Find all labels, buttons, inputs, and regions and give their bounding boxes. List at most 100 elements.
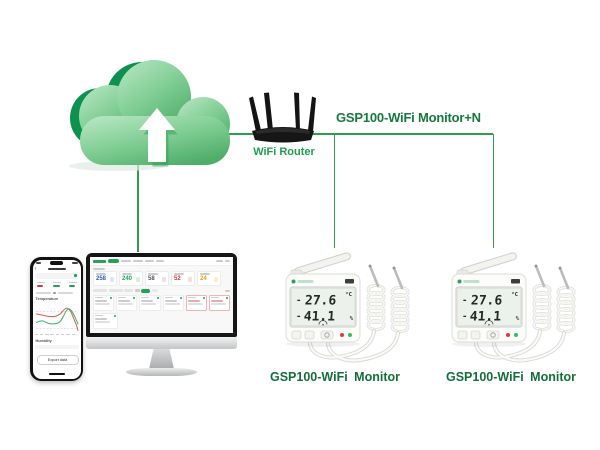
probe-coils: [366, 264, 410, 333]
brand-wordmark: [463, 280, 480, 283]
phone-notch: [50, 261, 63, 265]
battery-icon: [345, 279, 354, 284]
nav-item[interactable]: [156, 260, 164, 262]
stat-card: 240: [119, 271, 143, 286]
temperature-chart: [35, 307, 78, 331]
lcd-hum-value: 41.1: [303, 310, 335, 325]
device-card[interactable]: [93, 294, 115, 311]
stats-row: 258 240 58 52: [93, 271, 230, 286]
stat-label: [96, 273, 106, 275]
stat-icon: [135, 277, 140, 282]
device-grid-row: [93, 294, 231, 311]
alarm-led-red: [340, 333, 344, 337]
nav-item[interactable]: [121, 260, 131, 262]
lcd-temp-unit: °C: [511, 292, 518, 298]
stat-icon: [187, 277, 192, 282]
brand-logo-icon: [457, 279, 462, 284]
filter-apply-pill[interactable]: [141, 289, 150, 293]
lcd-hum-unit: %: [350, 316, 354, 322]
nav-item[interactable]: [145, 260, 154, 262]
device-card-alarm[interactable]: [185, 294, 207, 311]
filter-field[interactable]: [124, 289, 133, 293]
view-switch-icon[interactable]: [225, 289, 230, 292]
wifi-signal-icon: [318, 320, 328, 325]
lcd-hum-minus: -: [296, 312, 301, 322]
filter-field[interactable]: [108, 289, 123, 293]
sensor-cables: [308, 329, 400, 363]
stat-card: 52: [171, 271, 195, 286]
filter-field[interactable]: [93, 289, 107, 293]
lcd-temp-minus: -: [296, 296, 301, 306]
status-time: [35, 262, 41, 264]
dashboard-logo: [93, 259, 106, 263]
chart-x-axis-labels: [34, 333, 76, 335]
brand-logo-icon: [291, 279, 296, 284]
status-led-green: [514, 333, 518, 337]
device-card[interactable]: [93, 312, 118, 329]
humidity-chart-placeholder: [34, 345, 79, 349]
phone-app-screen: ‹ Temperature: [32, 259, 81, 379]
temperature-section-label: Temperature: [35, 297, 59, 301]
stat-icon: [213, 277, 218, 282]
temperature-line-red: [35, 307, 78, 331]
device-card[interactable]: [116, 294, 138, 311]
connector-cloud-to-devices: [225, 133, 493, 135]
gsp100-device-1: - 27.6 °C - 41.1 %: [285, 252, 410, 363]
lcd-temp-value: 27.6: [470, 294, 502, 309]
gsp100-device-2: - 27.6 °C - 41.1 %: [451, 252, 576, 363]
device-card-alarm[interactable]: [208, 294, 231, 311]
date-range-row[interactable]: [35, 291, 73, 294]
wifi-router-icon: [249, 92, 316, 143]
device-buttons: [457, 330, 500, 340]
stat-value: 52: [174, 276, 181, 282]
sensor-cables: [474, 329, 566, 363]
back-icon[interactable]: ‹: [34, 266, 37, 272]
desktop-monitor: 258 240 58 52: [86, 253, 237, 337]
phone-page-title: [47, 267, 66, 270]
device-card[interactable]: [139, 294, 161, 311]
dashboard-navbar: [90, 257, 233, 266]
nav-user[interactable]: [216, 260, 223, 262]
probe-tip-icon: [392, 266, 404, 290]
probe-coils: [532, 264, 576, 333]
stat-card: 58: [145, 271, 169, 286]
stat-label: [174, 273, 184, 275]
export-data-button[interactable]: Export data: [36, 354, 79, 365]
stat-value: 24: [200, 276, 207, 282]
search-action-icon[interactable]: [74, 274, 77, 278]
smartphone: ‹ Temperature: [30, 257, 83, 381]
connector-cloud-to-computer: [137, 164, 139, 252]
cloud-front: [79, 60, 230, 165]
stat-value: 240: [122, 276, 133, 282]
connector-device2: [492, 134, 494, 248]
lcd-display: - 27.6 °C - 41.1 %: [455, 286, 523, 328]
device-grid-row: [93, 312, 230, 329]
battery-icon: [511, 279, 520, 284]
lcd-hum-unit: %: [516, 316, 520, 322]
device-2-label: GSP100-WiFi Monitor: [446, 370, 576, 384]
nav-active-pill[interactable]: [108, 259, 119, 263]
probe-tip-icon: [534, 264, 546, 288]
device-search-field[interactable]: [34, 273, 79, 279]
filter-row: [93, 289, 230, 293]
lcd-temp-value: 27.6: [304, 294, 336, 309]
lcd-temp-minus: -: [462, 296, 467, 306]
device-1-label: GSP100-WiFi Monitor: [270, 370, 400, 384]
monitor-base: [126, 368, 197, 376]
filter-clear[interactable]: [151, 289, 158, 293]
lcd-hum-minus: -: [462, 312, 467, 322]
stat-card: 258: [93, 271, 117, 286]
lcd-temp-unit: °C: [345, 292, 352, 298]
nav-menu[interactable]: [225, 260, 230, 262]
upload-arrow-icon: [139, 108, 175, 162]
desktop-dashboard-screen: 258 240 58 52: [90, 257, 233, 333]
wifi-signal-icon: [484, 320, 494, 325]
status-led-green: [348, 333, 352, 337]
device-card[interactable]: [162, 294, 184, 311]
phone-stats-row: [33, 281, 81, 287]
nav-item[interactable]: [133, 260, 143, 262]
stat-icon: [161, 277, 166, 282]
monitor-stand: [149, 349, 174, 369]
filter-toggle[interactable]: [134, 289, 140, 293]
